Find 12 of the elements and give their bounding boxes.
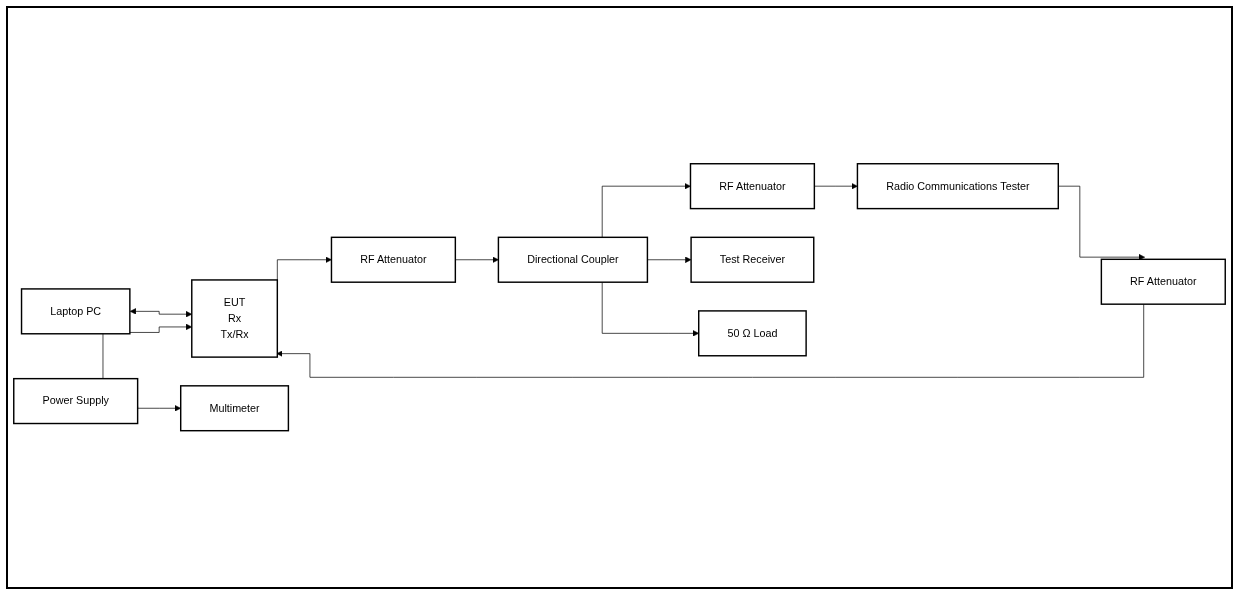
node-box: [698, 310, 807, 357]
frame-border: Laptop PC EUT Rx Tx/Rx RF Attenuator Radio Communications Tester Power Supply RF Attenuator Directional Coupler RF Attenuator Multimeter Test Receiver 50 Ω Load: [6, 6, 1233, 589]
node-box: [497, 236, 649, 284]
node-box: [180, 385, 290, 432]
node-box: [689, 163, 816, 210]
node-box: [1100, 258, 1226, 306]
node-box: [20, 288, 131, 335]
node-box: [191, 279, 279, 359]
node-box: [13, 378, 139, 425]
node-box: [856, 163, 1059, 210]
node-box: [690, 236, 815, 284]
node-box: [330, 236, 457, 284]
